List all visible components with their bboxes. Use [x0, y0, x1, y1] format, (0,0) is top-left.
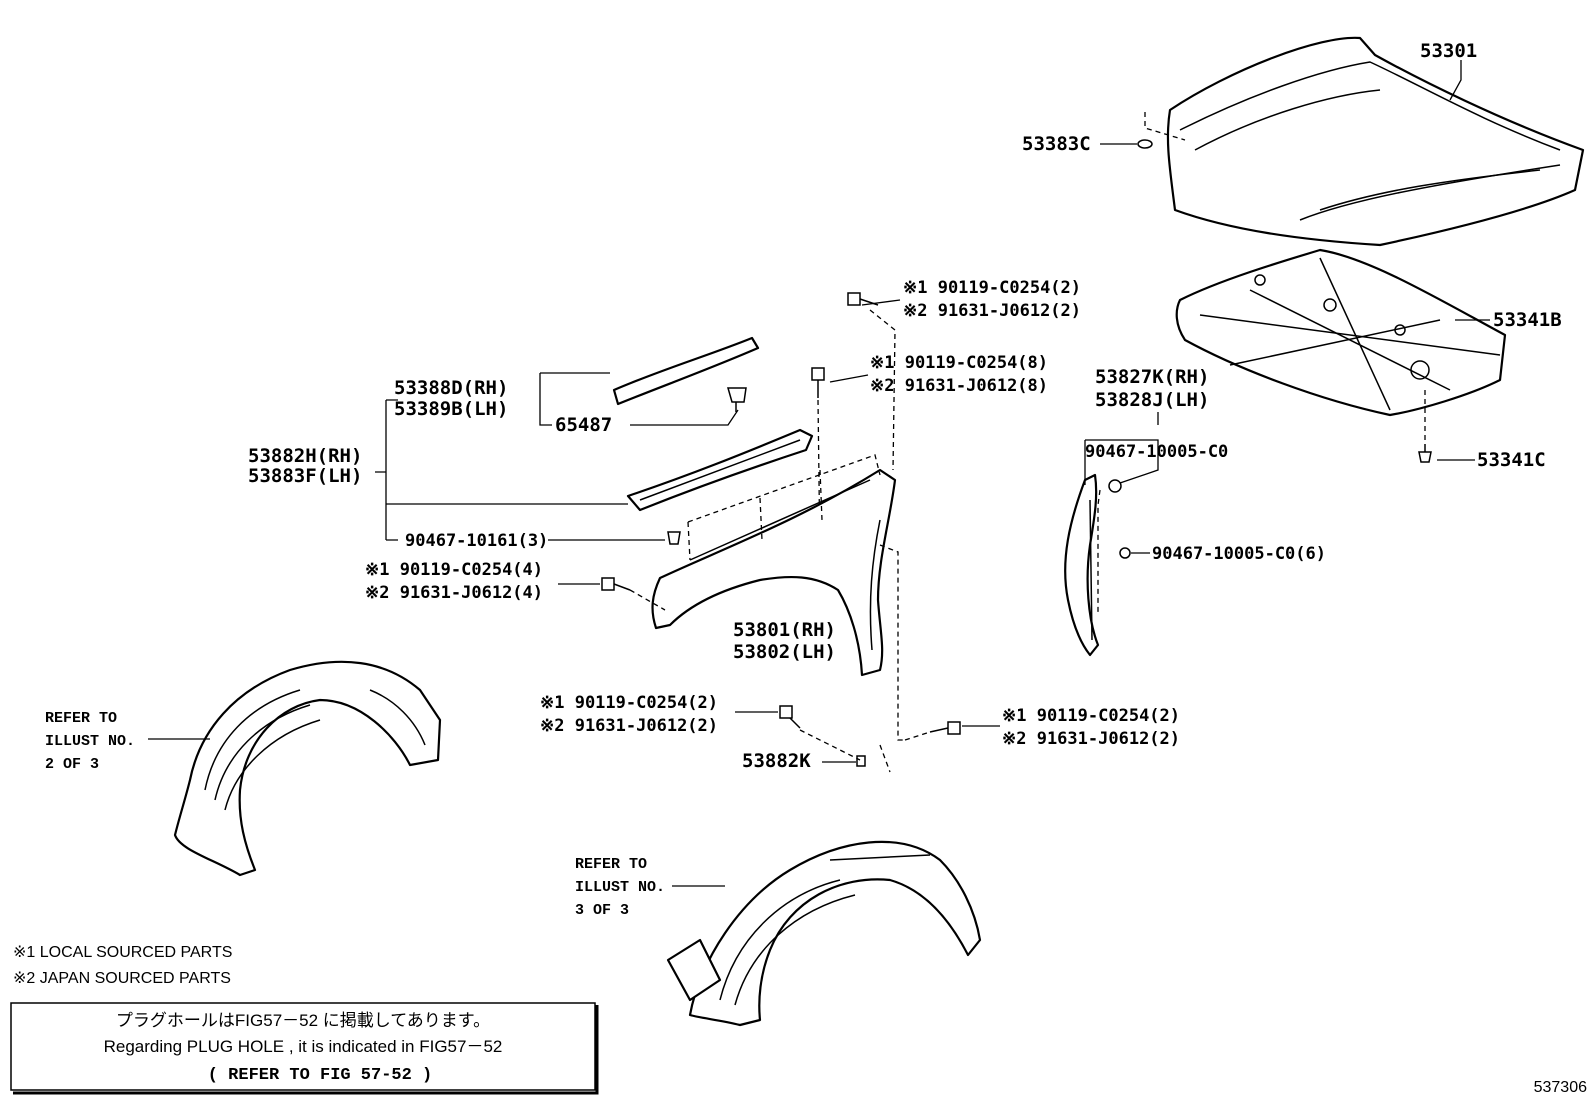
label-bolt-top-2: ※2 91631-J0612(2): [903, 301, 1081, 321]
label-53341C: 53341C: [1477, 449, 1546, 471]
front-fender[interactable]: [651, 454, 897, 677]
seal-clip-side[interactable]: [1119, 547, 1131, 559]
label-53802: 53802(LH): [733, 641, 836, 663]
label-bolt-top-1: ※1 90119-C0254(2): [903, 278, 1081, 298]
label-bolt-low-1: ※1 90119-C0254(2): [540, 693, 718, 713]
label-bolt-left-1: ※1 90119-C0254(4): [365, 560, 543, 580]
refer-bottom-line2: ILLUST NO.: [575, 879, 665, 896]
label-90467-10161: 90467-10161(3): [405, 531, 548, 551]
refer-bottom-line1: REFER TO: [575, 856, 647, 873]
label-bolt-left-2: ※2 91631-J0612(4): [365, 583, 543, 603]
clip-65487-part[interactable]: [727, 387, 747, 412]
insulator-clip-part[interactable]: [1418, 444, 1432, 463]
label-53383C: 53383C: [1022, 133, 1091, 155]
label-53301: 53301: [1420, 40, 1477, 62]
note-local-sourced: ※1 LOCAL SOURCED PARTS: [13, 944, 232, 961]
label-53388D: 53388D(RH): [394, 377, 508, 399]
label-90467-10005-C0-6: 90467-10005-C0(6): [1152, 544, 1326, 564]
refer-bottom-line3: 3 OF 3: [575, 902, 629, 919]
bolt-low[interactable]: [779, 705, 801, 729]
label-bolt-mid-1: ※1 90119-C0254(8): [870, 353, 1048, 373]
refer-left-line1: REFER TO: [45, 710, 117, 727]
box-line-english: Regarding PLUG HOLE , it is indicated in…: [104, 1037, 503, 1056]
label-65487: 65487: [555, 414, 612, 436]
label-bolt-right-1: ※1 90119-C0254(2): [1002, 706, 1180, 726]
hood-insulator[interactable]: [1175, 248, 1507, 417]
bolt-mid[interactable]: [811, 367, 825, 398]
nut-53882K-part[interactable]: [856, 755, 866, 767]
fender-liner-left[interactable]: [173, 660, 442, 877]
bolt-top[interactable]: [847, 292, 879, 306]
fender-seal[interactable]: [1064, 473, 1100, 657]
fender-protector[interactable]: [612, 336, 760, 406]
figure-id: 537306: [1534, 1079, 1587, 1096]
refer-left-line2: ILLUST NO.: [45, 733, 135, 750]
label-53828J: 53828J(LH): [1095, 389, 1209, 411]
fender-liner-bottom[interactable]: [666, 840, 982, 1027]
label-53882K: 53882K: [742, 750, 811, 772]
label-bolt-right-2: ※2 91631-J0612(2): [1002, 729, 1180, 749]
seal-clip-top[interactable]: [1108, 479, 1122, 493]
note-japan-sourced: ※2 JAPAN SOURCED PARTS: [13, 970, 231, 987]
box-line-japanese: プラグホールはFIG57－52 に掲載してあります。: [116, 1011, 490, 1030]
hood-cushion-part[interactable]: [1137, 139, 1153, 149]
label-53883F: 53883F(LH): [248, 465, 362, 487]
label-bolt-low-2: ※2 91631-J0612(2): [540, 716, 718, 736]
plug-hole-reference-box: [10, 1002, 599, 1095]
label-bolt-mid-2: ※2 91631-J0612(8): [870, 376, 1048, 396]
hood-panel[interactable]: [1166, 36, 1585, 247]
clip-90467-10161-part[interactable]: [667, 531, 681, 545]
fender-liner-seal[interactable]: [626, 428, 814, 512]
bolt-left[interactable]: [601, 577, 631, 591]
refer-left-line3: 2 OF 3: [45, 756, 99, 773]
label-53827K: 53827K(RH): [1095, 366, 1209, 388]
label-53389B: 53389B(LH): [394, 398, 508, 420]
box-line-refer: ( REFER TO FIG 57-52 ): [208, 1066, 432, 1085]
label-53341B: 53341B: [1493, 309, 1562, 331]
label-90467-10005-C0: 90467-10005-C0: [1085, 442, 1228, 462]
label-53801: 53801(RH): [733, 619, 836, 641]
bolt-right[interactable]: [929, 721, 961, 735]
label-53882H: 53882H(RH): [248, 445, 362, 467]
